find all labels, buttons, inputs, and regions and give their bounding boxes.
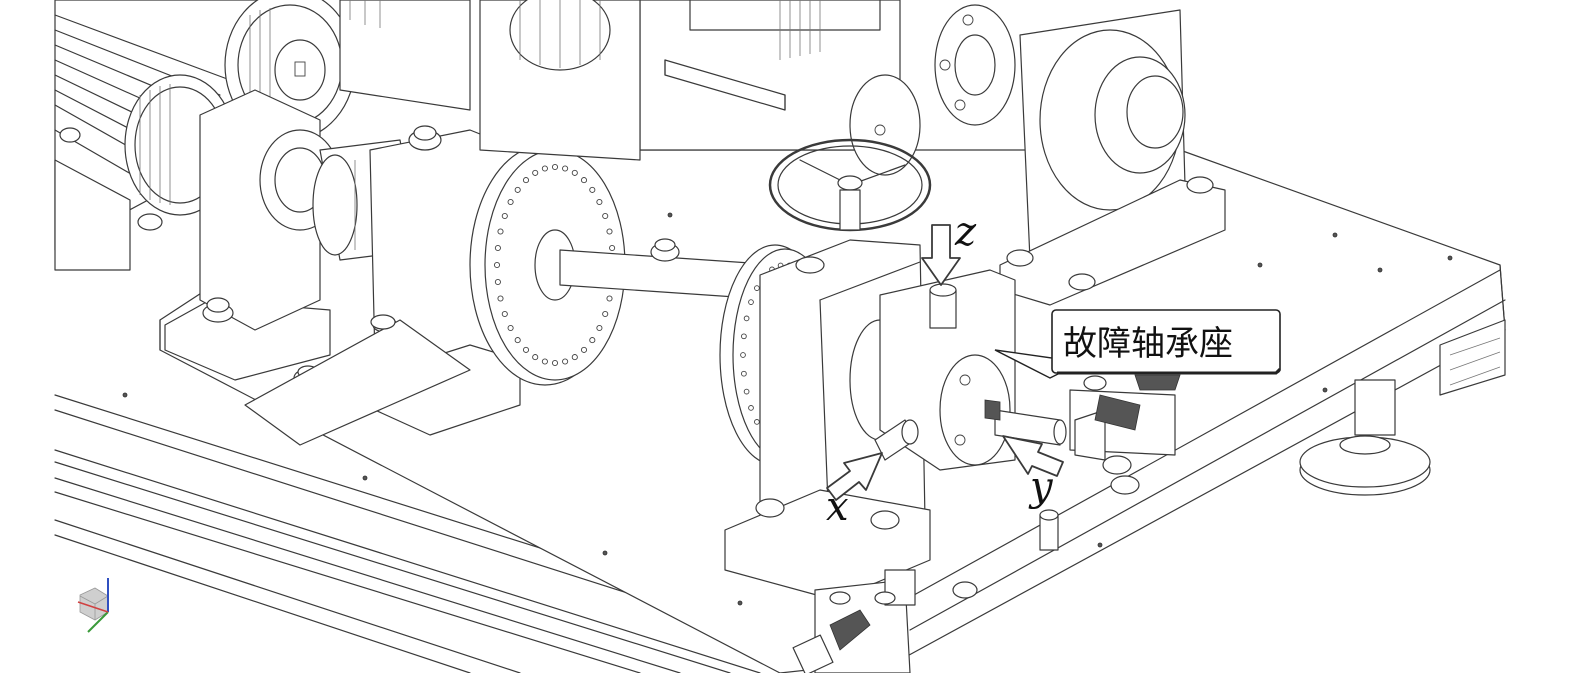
disc-hole	[589, 186, 596, 193]
disc-hole	[741, 370, 747, 377]
disc-hole	[551, 163, 559, 171]
disc-hole	[497, 295, 504, 302]
callout-label: 故障轴承座	[1063, 324, 1233, 364]
leveling-foot	[1299, 319, 1506, 496]
disc-hole	[740, 352, 746, 358]
disc-hole	[493, 261, 501, 269]
y-arrow	[1002, 435, 1064, 477]
disc-hole	[748, 405, 754, 411]
disc-hole	[532, 169, 539, 176]
disc-hole	[522, 177, 530, 184]
disc-hole	[609, 244, 616, 252]
right-motor-housing	[849, 4, 1226, 306]
disc-hole	[589, 337, 596, 344]
z-axis-label: z	[954, 209, 977, 255]
disc-hole	[551, 359, 559, 367]
disc-hole	[606, 295, 613, 302]
y-sensor	[984, 399, 1067, 446]
front-clamp	[370, 238, 978, 673]
disc-hole	[571, 169, 578, 176]
center-bearing-block	[244, 125, 521, 446]
disc-hole	[501, 310, 508, 318]
disc-hole	[602, 212, 609, 220]
x-arrow	[826, 452, 883, 501]
disc-hole	[514, 337, 521, 344]
handwheel	[768, 138, 932, 232]
disc-hole	[754, 419, 760, 425]
disc-hole	[541, 165, 548, 172]
disc-hole	[507, 198, 514, 206]
disc-hole	[580, 346, 588, 353]
disc-hole	[580, 177, 588, 184]
disc-hole	[596, 198, 603, 206]
disc-hole	[541, 358, 548, 365]
left-rotor-disc	[469, 144, 626, 386]
disc-hole	[494, 278, 501, 286]
disc-hole	[494, 244, 501, 252]
disc-hole	[532, 354, 539, 361]
disc-hole	[514, 186, 521, 193]
disc-hole	[507, 324, 514, 332]
disc-hole	[562, 358, 569, 365]
x-axis-label: x	[826, 484, 849, 530]
disc-holes	[493, 163, 617, 367]
disc-hole	[606, 228, 613, 235]
disc-hole	[743, 388, 750, 395]
disc-hole	[571, 354, 578, 361]
faulty-bearing-callout: 故障轴承座	[994, 309, 1282, 379]
disc-hole	[497, 228, 504, 235]
base-rails	[54, 394, 801, 673]
orientation-triad-icon	[77, 578, 109, 633]
disc-hole	[596, 324, 603, 332]
disc-hole	[743, 315, 750, 322]
disc-hole	[522, 346, 530, 353]
disc-hole	[562, 165, 569, 172]
disc-hole	[602, 310, 609, 318]
disc-hole	[748, 299, 754, 305]
gearbox	[339, 0, 901, 161]
disc-hole	[501, 212, 508, 220]
disc-hole	[741, 333, 747, 340]
faulty-bearing-housing	[724, 239, 1016, 601]
z-sensor	[929, 283, 957, 329]
z-arrow	[921, 224, 961, 286]
y-axis-label: y	[1028, 464, 1054, 510]
loading-block	[1039, 374, 1181, 551]
disc-hole	[754, 285, 760, 291]
